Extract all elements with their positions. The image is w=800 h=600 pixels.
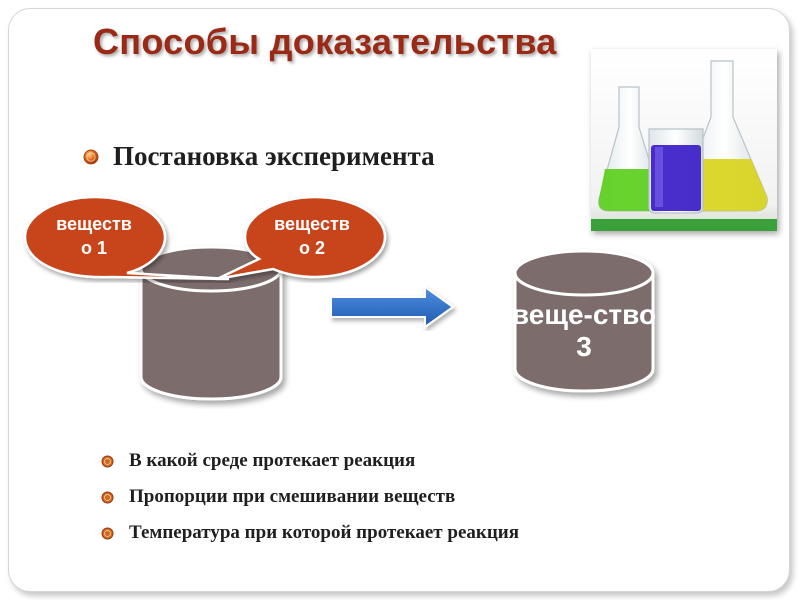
slide-frame: Способы доказательства Постановка экспер… — [8, 8, 790, 592]
list-item-text: Пропорции при смешивании веществ — [129, 486, 456, 507]
bullet-icon — [101, 527, 114, 539]
bullet-icon — [101, 491, 114, 503]
list-item: Пропорции при смешивании веществ — [101, 479, 519, 515]
bullet-icon — [83, 149, 99, 164]
bubble-right-shape — [216, 195, 387, 281]
list-item: Температура при которой протекает реакци… — [101, 515, 519, 551]
result-substance-label: веще-ство 3 — [511, 299, 657, 362]
bullet-icon — [101, 455, 114, 467]
conditions-list: В какой среде протекает реакция Пропорци… — [101, 443, 519, 551]
bubble-left-shape — [23, 195, 230, 281]
result-cylinder — [513, 249, 655, 393]
list-item-text: Температура при которой протекает реакци… — [129, 522, 520, 543]
list-item-text: В какой среде протекает реакция — [129, 450, 416, 471]
bubble-substance-2: вещество 2 — [243, 198, 381, 274]
lab-glassware-photo — [591, 49, 777, 231]
slide-title: Способы доказательства — [93, 21, 557, 62]
bubble-shapes — [23, 195, 387, 281]
bubble-substance-1-text: вещество 1 — [56, 214, 132, 258]
list-item: В какой среде протекает реакция — [101, 443, 519, 479]
mixing-cylinder — [139, 245, 283, 401]
bubble-substance-1: вещество 1 — [25, 198, 163, 274]
bubble-substance-2-text: вещество 2 — [274, 214, 350, 258]
subtitle-text: Постановка эксперимента — [113, 141, 435, 171]
right-arrow-icon — [330, 285, 455, 329]
subtitle-row: Постановка эксперимента — [83, 141, 435, 172]
